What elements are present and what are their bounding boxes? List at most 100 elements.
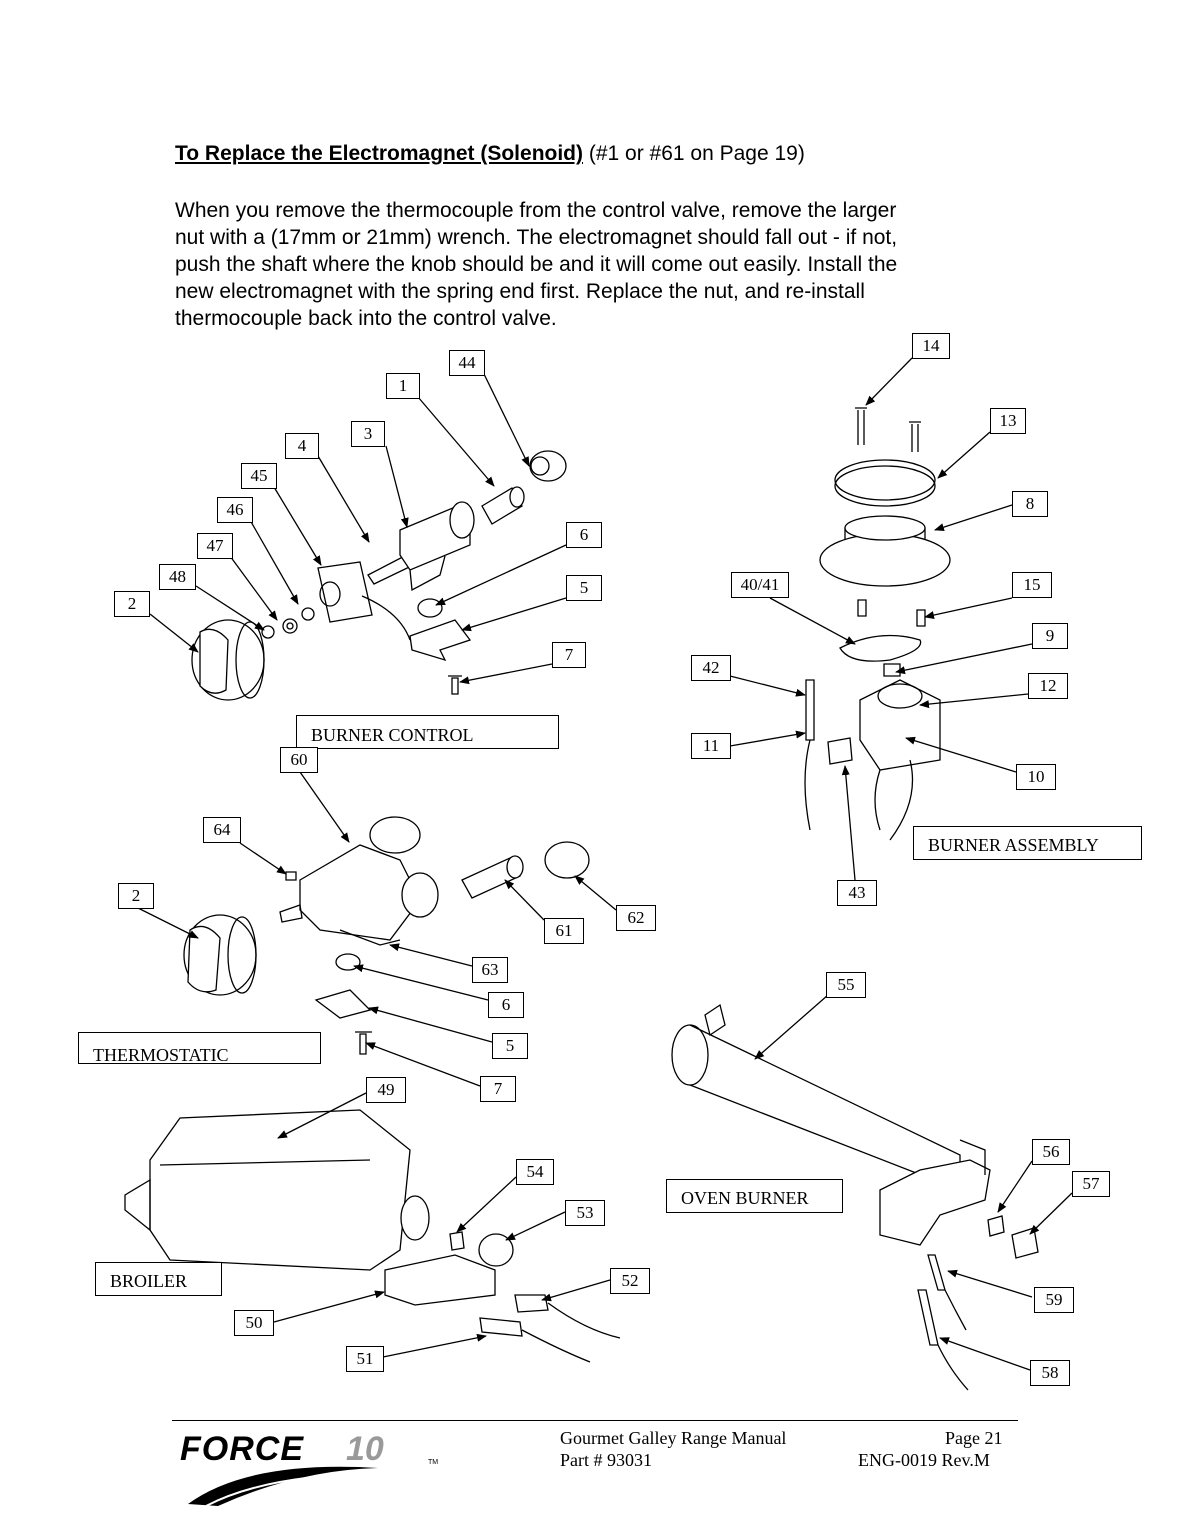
electromagnet-61 <box>461 855 524 899</box>
fitting-56 <box>987 1215 1005 1237</box>
callout-5: 5 <box>566 575 602 601</box>
screw-7 <box>448 675 462 695</box>
footer-revision: ENG-0019 Rev.M <box>858 1450 990 1470</box>
igniter-52 <box>514 1294 621 1339</box>
svg-text:FORCE: FORCE <box>180 1430 304 1468</box>
callout-15: 15 <box>1012 572 1052 598</box>
callout-7: 7 <box>552 642 586 668</box>
callout-46: 46 <box>217 497 253 523</box>
callout-43: 43 <box>837 880 877 906</box>
section-label-burner-assembly: BURNER ASSEMBLY <box>913 826 1142 860</box>
callout-60: 60 <box>280 747 318 773</box>
callout-42: 42 <box>691 655 731 681</box>
callout-2b: 2 <box>118 883 154 909</box>
bracket-5b <box>314 989 372 1019</box>
callout-53: 53 <box>565 1200 605 1226</box>
thermostatic-valve <box>279 816 439 946</box>
leader-lines <box>135 357 1073 1371</box>
section-label-oven-burner: OVEN BURNER <box>666 1179 843 1213</box>
callout-50: 50 <box>234 1310 274 1336</box>
igniter-electrode <box>804 679 815 831</box>
thermostatic-knob <box>183 914 257 996</box>
thermocouple-59 <box>927 1254 967 1331</box>
callout-6b: 6 <box>488 992 524 1018</box>
callout-4: 4 <box>285 433 319 459</box>
broiler-burner <box>124 1109 430 1271</box>
washer-6b <box>335 953 361 971</box>
callout-54: 54 <box>516 1159 554 1185</box>
bracket-5 <box>409 619 472 662</box>
callout-3: 3 <box>351 421 385 447</box>
oven-burner-tube <box>671 1003 991 1246</box>
callout-5b: 5 <box>492 1033 528 1059</box>
heading-title: To Replace the Electromagnet (Solenoid) <box>175 142 584 165</box>
callout-8: 8 <box>1012 491 1048 517</box>
callout-11: 11 <box>691 733 731 759</box>
bracket-50 <box>384 1254 496 1306</box>
heading-reference: (#1 or #61 on Page 19) <box>588 142 805 165</box>
footer-part-number: Part # 93031 <box>560 1450 652 1470</box>
callout-9: 9 <box>1032 623 1068 649</box>
callout-6: 6 <box>566 522 602 548</box>
nut-9 <box>883 663 901 677</box>
callout-63: 63 <box>472 957 508 983</box>
callout-62: 62 <box>616 905 656 931</box>
callout-49: 49 <box>366 1077 406 1103</box>
part-clip <box>261 625 275 639</box>
svg-text:TM: TM <box>428 1459 438 1466</box>
fitting-53 <box>478 1233 514 1267</box>
thermocouple-51 <box>479 1317 591 1363</box>
callout-44: 44 <box>449 350 485 376</box>
burner-control-faceplate <box>317 561 411 641</box>
standoff <box>857 599 867 617</box>
callout-10: 10 <box>1016 764 1056 790</box>
instruction-line: thermocouple back into the control valve… <box>175 307 557 330</box>
svg-text:10: 10 <box>346 1430 384 1468</box>
callout-59: 59 <box>1034 1287 1074 1313</box>
nut-62 <box>544 841 590 879</box>
section-label-thermostatic: THERMOSTATIC <box>78 1032 321 1064</box>
fitting-54 <box>449 1231 465 1251</box>
callout-61: 61 <box>544 918 584 944</box>
callout-48: 48 <box>159 564 196 590</box>
burner-head <box>819 515 951 587</box>
callout-58: 58 <box>1030 1360 1070 1386</box>
section-label-burner-control: BURNER CONTROL <box>296 715 559 749</box>
callout-14: 14 <box>912 333 950 359</box>
force10-logo: FORCE 10 TM <box>180 1430 438 1507</box>
burner-cap <box>834 459 936 507</box>
screw-7b <box>355 1031 372 1055</box>
gasket-40-41 <box>839 634 922 662</box>
instructions-paragraph: When you remove the thermocouple from th… <box>175 197 1005 332</box>
callout-2: 2 <box>114 591 150 617</box>
section-label-broiler: BROILER <box>95 1262 222 1296</box>
footer-page-number: Page 21 <box>945 1428 1003 1448</box>
callout-64: 64 <box>203 817 241 843</box>
callout-47: 47 <box>197 533 233 559</box>
screw-64 <box>285 871 297 881</box>
instruction-line: When you remove the thermocouple from th… <box>175 199 897 222</box>
callout-52: 52 <box>610 1268 650 1294</box>
callout-1: 1 <box>386 373 420 399</box>
callout-7b: 7 <box>480 1076 516 1102</box>
callout-57: 57 <box>1072 1171 1110 1197</box>
footer-manual-title: Gourmet Galley Range Manual <box>560 1428 787 1448</box>
nut-44 <box>529 450 567 482</box>
callout-40-41: 40/41 <box>731 572 789 598</box>
callout-55: 55 <box>826 972 866 998</box>
section-heading: To Replace the Electromagnet (Solenoid) … <box>175 142 805 166</box>
callout-12: 12 <box>1028 673 1068 699</box>
instruction-line: push the shaft where the knob should be … <box>175 253 898 276</box>
burner-control-knob <box>191 619 265 701</box>
clip-43 <box>827 737 853 765</box>
washer-6 <box>417 598 443 618</box>
fitting-57 <box>1011 1227 1039 1259</box>
callout-45: 45 <box>241 463 277 489</box>
callout-13: 13 <box>990 408 1026 434</box>
electromagnet <box>481 486 525 525</box>
burner-control-valve <box>367 501 475 592</box>
probe-58 <box>917 1289 969 1391</box>
callout-56: 56 <box>1032 1139 1070 1165</box>
instruction-line: nut with a (17mm or 21mm) wrench. The el… <box>175 226 898 249</box>
